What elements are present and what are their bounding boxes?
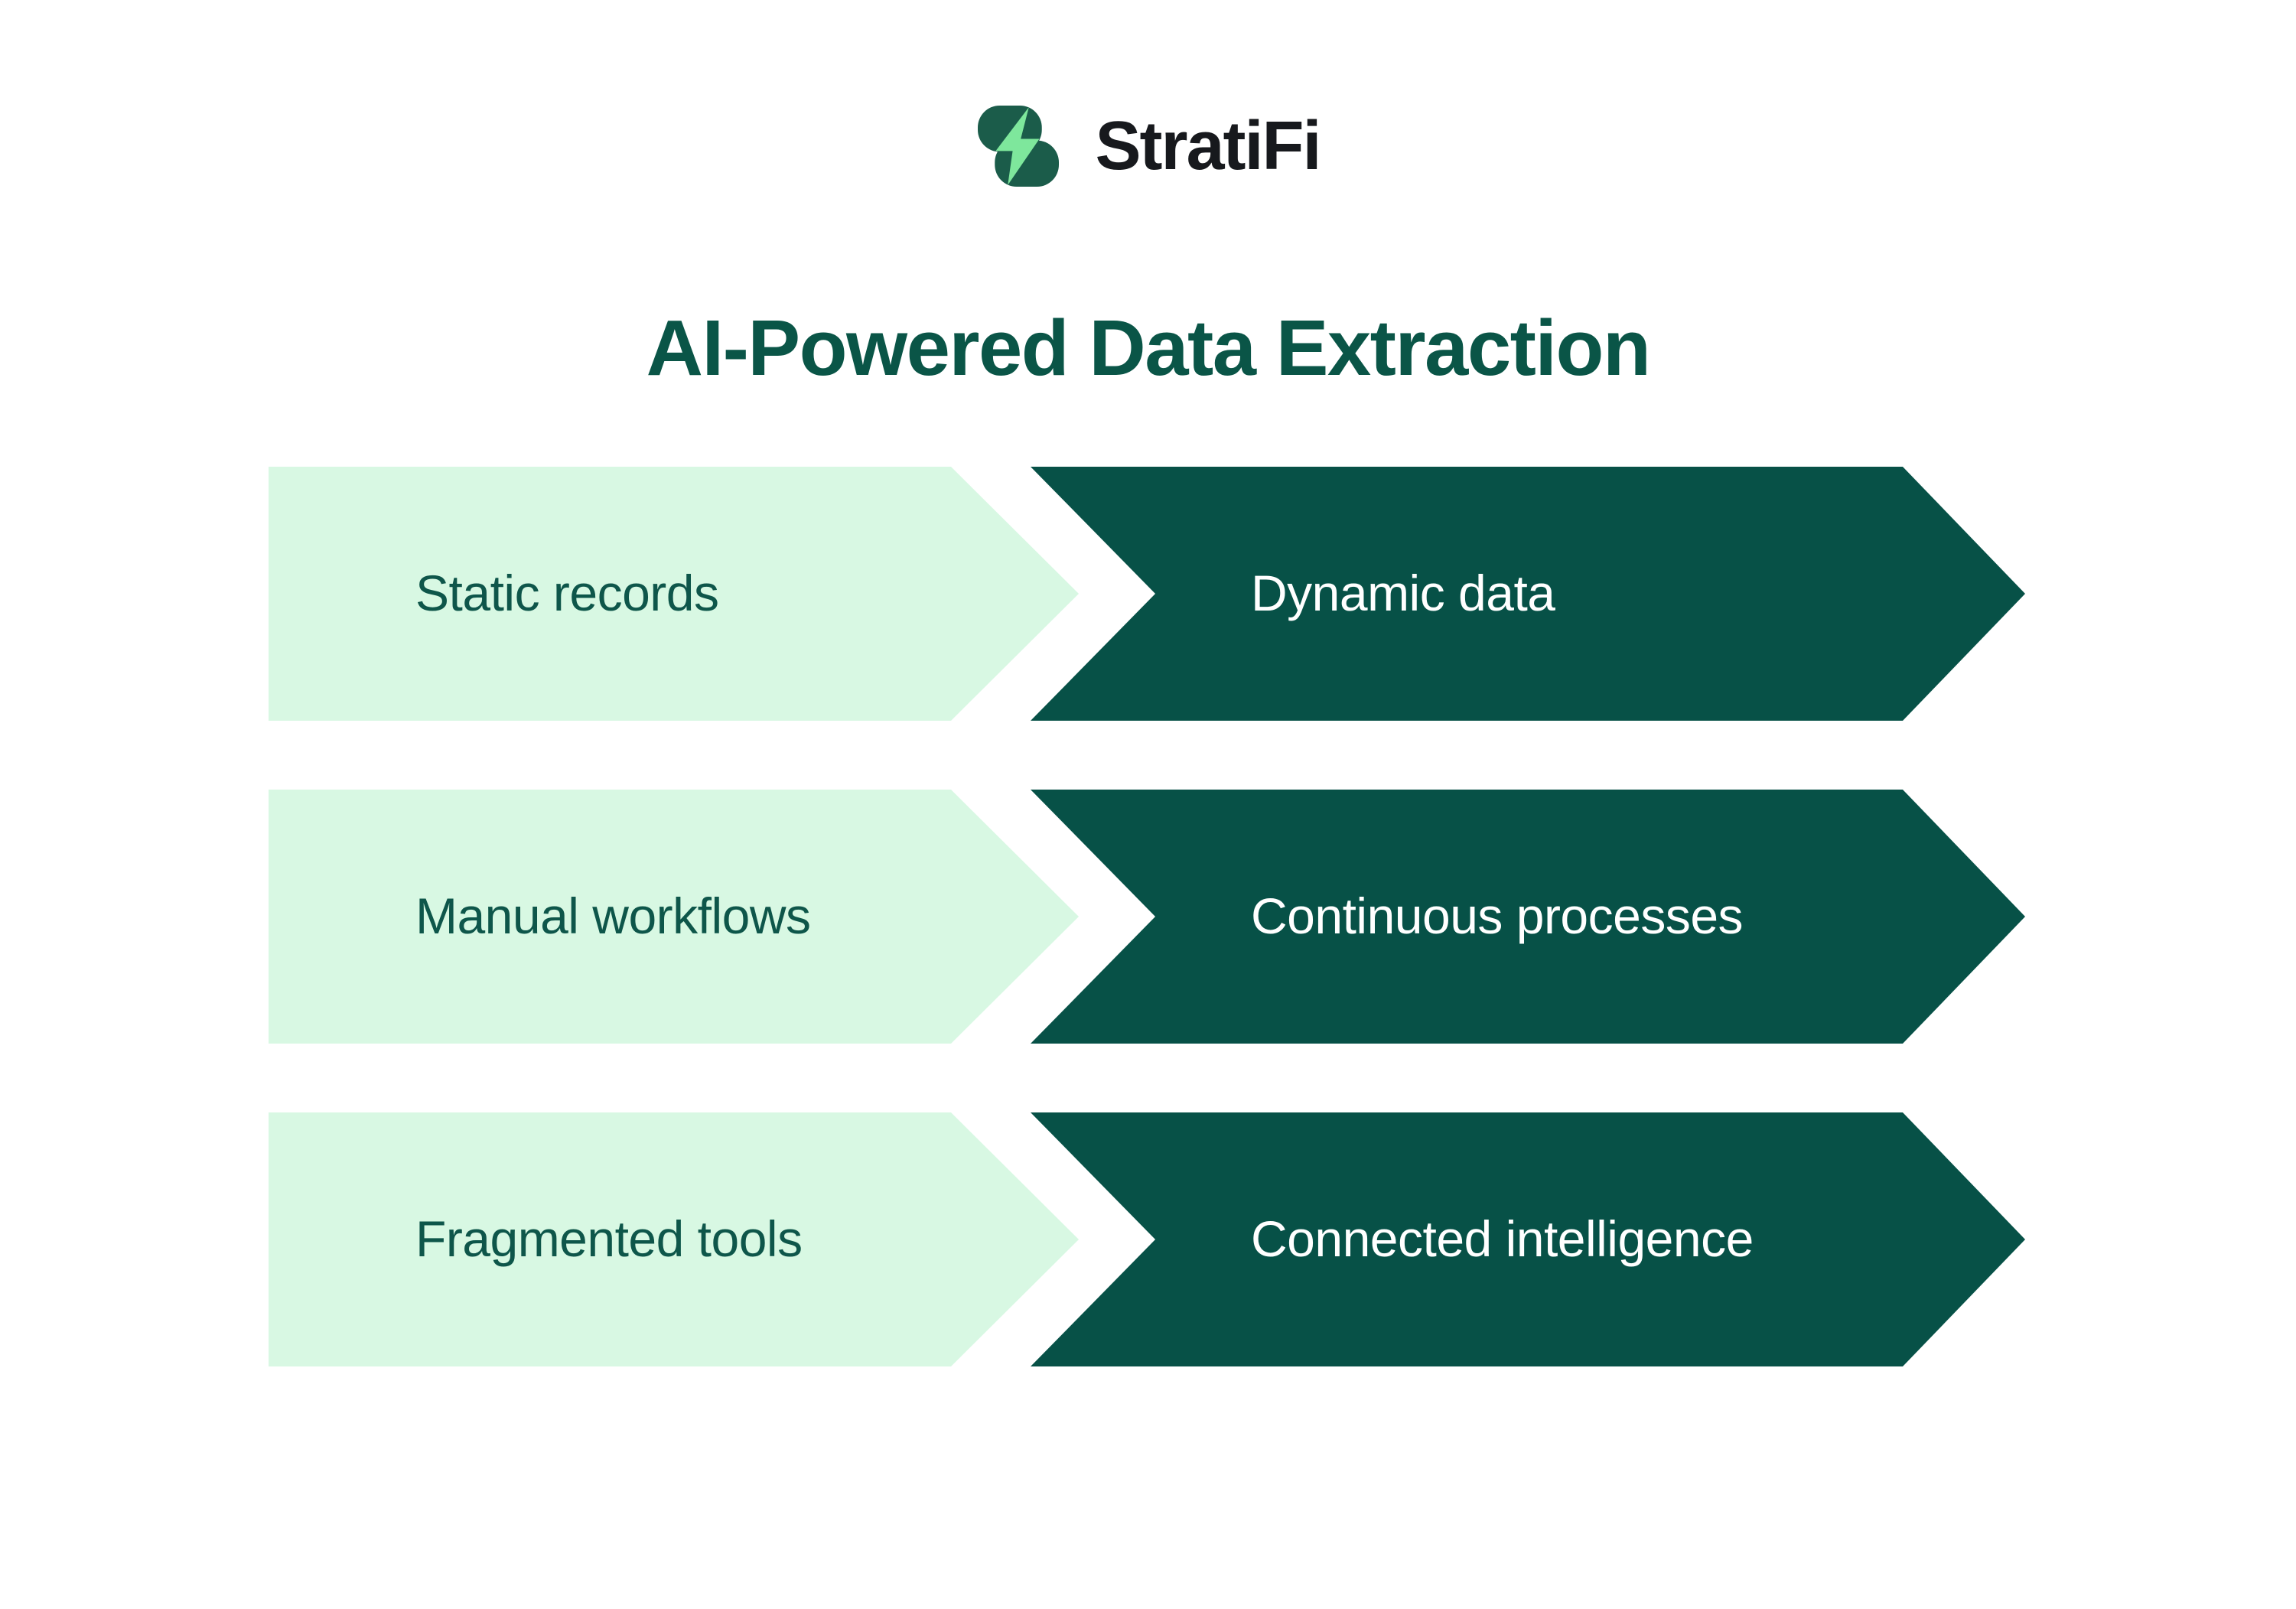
source-arrow: Fragmented tools — [269, 1112, 1079, 1366]
target-arrow-label: Dynamic data — [1251, 565, 1555, 622]
target-arrow: Connected intelligence — [1031, 1112, 2025, 1366]
source-arrow: Static records — [269, 467, 1079, 721]
brand-name: StratiFi — [1095, 107, 1321, 184]
source-arrow-label: Static records — [415, 565, 719, 622]
brand-logo: StratiFi — [0, 106, 2296, 187]
flow-row: Manual workflows Continuous processes — [0, 790, 2296, 1044]
flow-row: Static records Dynamic data — [0, 467, 2296, 721]
source-arrow: Manual workflows — [269, 790, 1079, 1044]
page-title: AI-Powered Data Extraction — [646, 304, 1651, 392]
source-arrow-label: Manual workflows — [415, 888, 811, 945]
target-arrow: Dynamic data — [1031, 467, 2025, 721]
source-arrow-label: Fragmented tools — [415, 1210, 803, 1268]
target-arrow: Continuous processes — [1031, 790, 2025, 1044]
flow-row: Fragmented tools Connected intelligence — [0, 1112, 2296, 1366]
stratifi-bolt-icon — [978, 106, 1060, 187]
target-arrow-label: Connected intelligence — [1251, 1210, 1754, 1268]
target-arrow-label: Continuous processes — [1251, 888, 1744, 945]
